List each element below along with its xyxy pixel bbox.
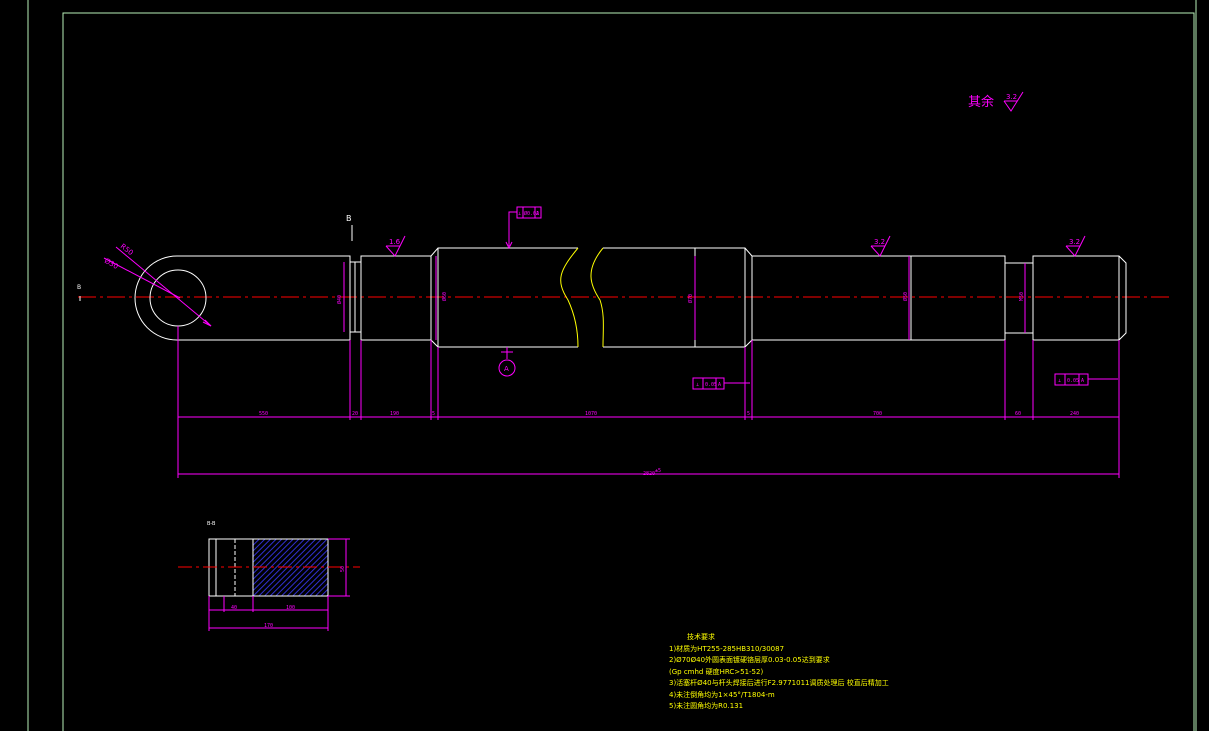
section-view-label: B-B bbox=[207, 521, 216, 527]
journal-section bbox=[751, 255, 1006, 341]
dim-dia-thread: M50 bbox=[1019, 292, 1025, 301]
section-mark-top: B bbox=[346, 214, 353, 241]
dim-seg-step2: 5 bbox=[747, 411, 750, 417]
dim-seg-eye: 550 bbox=[259, 411, 268, 417]
dim-seg-neck: 190 bbox=[390, 411, 399, 417]
roughness-journal-value: 3.2 bbox=[874, 238, 885, 246]
tol-right-datum: A bbox=[1081, 378, 1084, 384]
neck-section bbox=[360, 255, 432, 341]
diameter-dimensions bbox=[343, 256, 1026, 340]
tolerance-frame-top: ⊥ Ø0.02 A bbox=[505, 206, 542, 250]
roughness-thread-icon bbox=[1065, 235, 1086, 257]
dim-overall-lower: 2820 bbox=[643, 471, 655, 477]
note-line-2: 2)Ø70Ø40外圆表面镀硬铬层厚0.03-0.05达到要求 bbox=[669, 656, 830, 664]
tol-right-symbol: ⊥ bbox=[1058, 378, 1061, 384]
roughness-other-value: 3.2 bbox=[1006, 93, 1017, 101]
notes-title: 技术要求 bbox=[687, 633, 715, 641]
dim-seg-body: 1070 bbox=[585, 411, 597, 417]
tol-mid-datum: A bbox=[718, 382, 721, 388]
datum-a: A bbox=[498, 347, 516, 377]
segment-dimension-line bbox=[178, 416, 1119, 475]
roughness-thread-value: 3.2 bbox=[1069, 238, 1080, 246]
dim-dia-body: Ø60 bbox=[441, 292, 448, 301]
dim-seg-step: 5 bbox=[432, 411, 435, 417]
roughness-other: 其余 3.2 bbox=[968, 91, 1024, 112]
note-line-3: (Gp cmhd 硬度HRC>51-52) bbox=[669, 667, 764, 676]
roughness-thread: 3.2 bbox=[1065, 235, 1086, 257]
section-view: B-B 40 100 170 50 bbox=[178, 521, 360, 631]
extension-lines bbox=[177, 326, 1120, 478]
tol-top-value: Ø0.02 bbox=[524, 210, 539, 217]
dim-sec-height: 50 bbox=[340, 566, 346, 572]
thread-section bbox=[1032, 255, 1127, 341]
roughness-symbol-icon bbox=[1003, 91, 1024, 112]
roughness-other-label: 其余 bbox=[968, 94, 994, 110]
rod-eye-end bbox=[134, 255, 351, 341]
eye-radius-leaders bbox=[103, 246, 212, 327]
dim-sec-total: 170 bbox=[264, 623, 273, 629]
inner-frame bbox=[62, 12, 1195, 731]
roughness-neck-value: 1.6 bbox=[389, 238, 401, 246]
tol-mid-symbol: ⊥ bbox=[696, 382, 699, 388]
tolerance-frame-right: ⊥ 0.05 A bbox=[1054, 373, 1118, 386]
note-line-6: 5)未注圆角均为R0.131 bbox=[669, 702, 744, 710]
tol-mid-value: 0.05 bbox=[705, 382, 717, 388]
tol-top-symbol: ⊥ bbox=[518, 211, 521, 217]
dim-sec-a: 40 bbox=[231, 605, 237, 611]
tol-right-value: 0.05 bbox=[1067, 378, 1079, 384]
technical-notes: 技术要求 1)材质为HT255-285HB310/30087 2)Ø70Ø40外… bbox=[669, 632, 929, 713]
dim-seg-journal: 700 bbox=[873, 411, 882, 417]
tolerance-frame-mid: ⊥ 0.05 A bbox=[692, 377, 750, 390]
dim-seg-gap: 20 bbox=[352, 411, 358, 417]
dim-sec-b: 100 bbox=[286, 605, 295, 611]
dim-seg-thread: 240 bbox=[1070, 411, 1079, 417]
dim-seg-groove: 60 bbox=[1015, 411, 1021, 417]
dim-overall-upper: ±5 bbox=[655, 468, 661, 474]
dim-eye-r1: R50 bbox=[119, 242, 135, 257]
dim-eye-r2: Ø30 bbox=[103, 257, 119, 271]
roughness-journal: 3.2 bbox=[870, 235, 891, 257]
tol-top-datum: A bbox=[536, 211, 539, 217]
section-mark-left-label: B bbox=[77, 284, 81, 291]
section-mark-left: B bbox=[77, 284, 81, 301]
outer-frame bbox=[27, 0, 1197, 731]
note-line-1: 1)材质为HT255-285HB310/30087 bbox=[669, 644, 785, 653]
break-lines bbox=[560, 247, 604, 348]
dim-dia-journal: Ø50 bbox=[902, 292, 909, 301]
dim-dia-shoulder: Ø70 bbox=[687, 294, 694, 303]
dim-dia-neck: Ø40 bbox=[336, 295, 343, 304]
note-line-5: 4)未注倒角均为1×45°/T1804-m bbox=[669, 690, 775, 699]
section-mark-top-label: B bbox=[346, 214, 352, 223]
note-line-4: 3)活塞杆Ø40与杆头焊接后进行F2.9771011调质处理后 校直后精加工 bbox=[669, 679, 889, 687]
roughness-journal-icon bbox=[870, 235, 891, 257]
datum-a-label: A bbox=[504, 365, 509, 373]
roughness-neck-icon bbox=[385, 235, 406, 257]
roughness-neck: 1.6 bbox=[385, 235, 406, 257]
